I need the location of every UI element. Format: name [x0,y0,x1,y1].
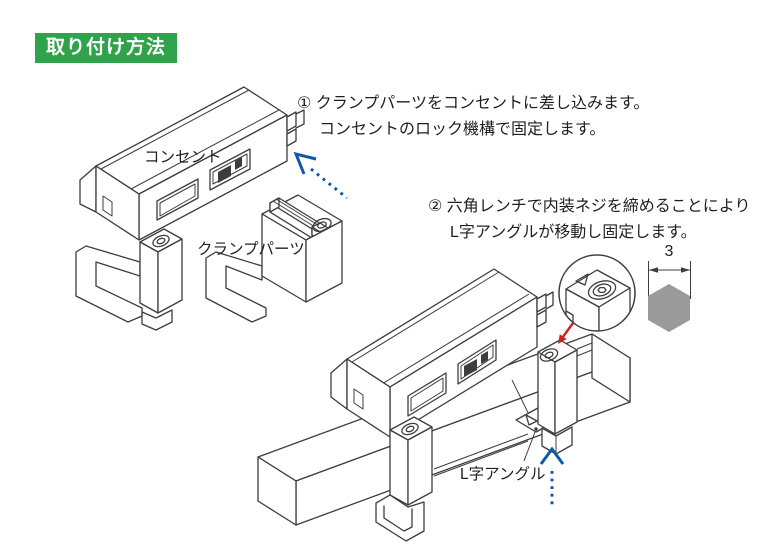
step-2-text: ② 六角レンチで内装ネジを締めることにより L字アングルが移動し固定します。 [428,194,750,246]
hex-key-dimension [648,261,691,332]
outlet-strip-drawing [79,86,305,241]
figure-step1 [75,86,348,331]
step-1-text: ① クランプパーツをコンセントに差し込みます。 コンセントのロック機構で固定しま… [297,91,649,143]
leader-dot [534,427,538,431]
right-clamp-post-drawing [515,339,578,455]
insert-arrow-icon [293,151,348,200]
screw-icon [401,422,419,436]
tighten-arrow-icon [558,322,574,344]
screw-icon [312,217,332,233]
hex-key-cross-section-icon [648,284,690,332]
step-2-line-2: L字アングルが移動し固定します。 [450,224,697,241]
outlet-strip-mounted-drawing [330,268,554,438]
screw-icon [152,234,170,248]
l-angle-drawing [433,342,593,477]
left-clamp-post-drawing [375,416,433,542]
step-2-line-1: ② 六角レンチで内装ネジを締めることにより [428,198,751,215]
step-1-line-1: ① クランプパーツをコンセントに差し込みます。 [297,95,650,112]
outlet-clamp-post-drawing [75,228,183,331]
label-l-angle: L字アングル [460,466,546,483]
label-hex-size: 3 [664,243,674,260]
label-outlet: コンセント [144,149,222,166]
detail-callout [558,254,636,332]
label-clamp-part: クランプパーツ [197,241,305,258]
step-1-line-2: コンセントのロック機構で固定します。 [319,121,606,138]
set-screw-icon [539,348,559,362]
clamp-part-drawing [205,194,343,323]
section-title-badge: 取り付け方法 [35,33,178,63]
slide-up-arrow-icon [539,446,565,508]
hex-socket-screw-icon [587,280,617,300]
l-angle-leader-line [523,431,536,462]
figure-step2 [257,268,631,542]
